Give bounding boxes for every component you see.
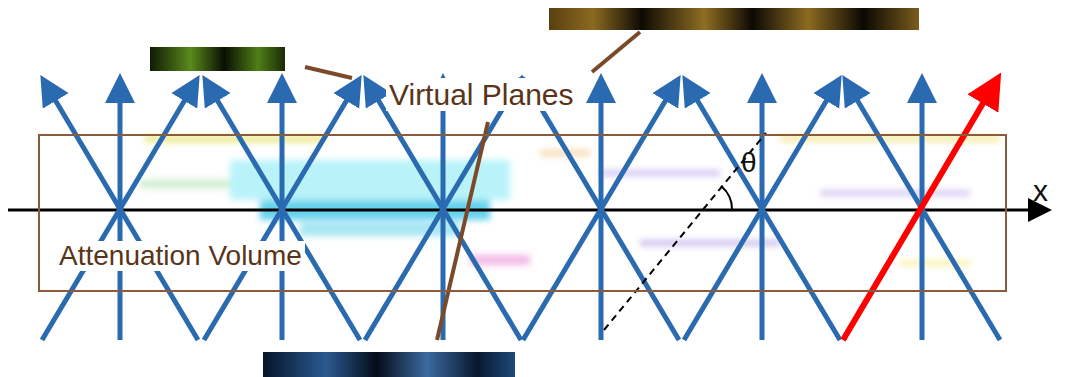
axis-label: x: [1030, 174, 1051, 207]
planes-label: Virtual Planes: [386, 78, 577, 111]
ray-arrow: [48, 88, 198, 340]
ray-arrow: [365, 88, 515, 340]
ray-arrow: [684, 88, 834, 340]
ray-arrow: [371, 88, 521, 340]
ray-arrow: [850, 88, 1000, 340]
ray-arrow: [204, 88, 354, 340]
ray-arrow: [210, 88, 360, 340]
angle-label: θ: [738, 148, 760, 179]
ray-arrow: [523, 88, 673, 340]
volume-box: Attenuation Volume: [38, 134, 1007, 292]
ray-arrow: [690, 88, 840, 340]
ray-arrow: [529, 88, 679, 340]
volume-label: Attenuation Volume: [56, 241, 305, 272]
ray-arrow: [42, 88, 192, 340]
